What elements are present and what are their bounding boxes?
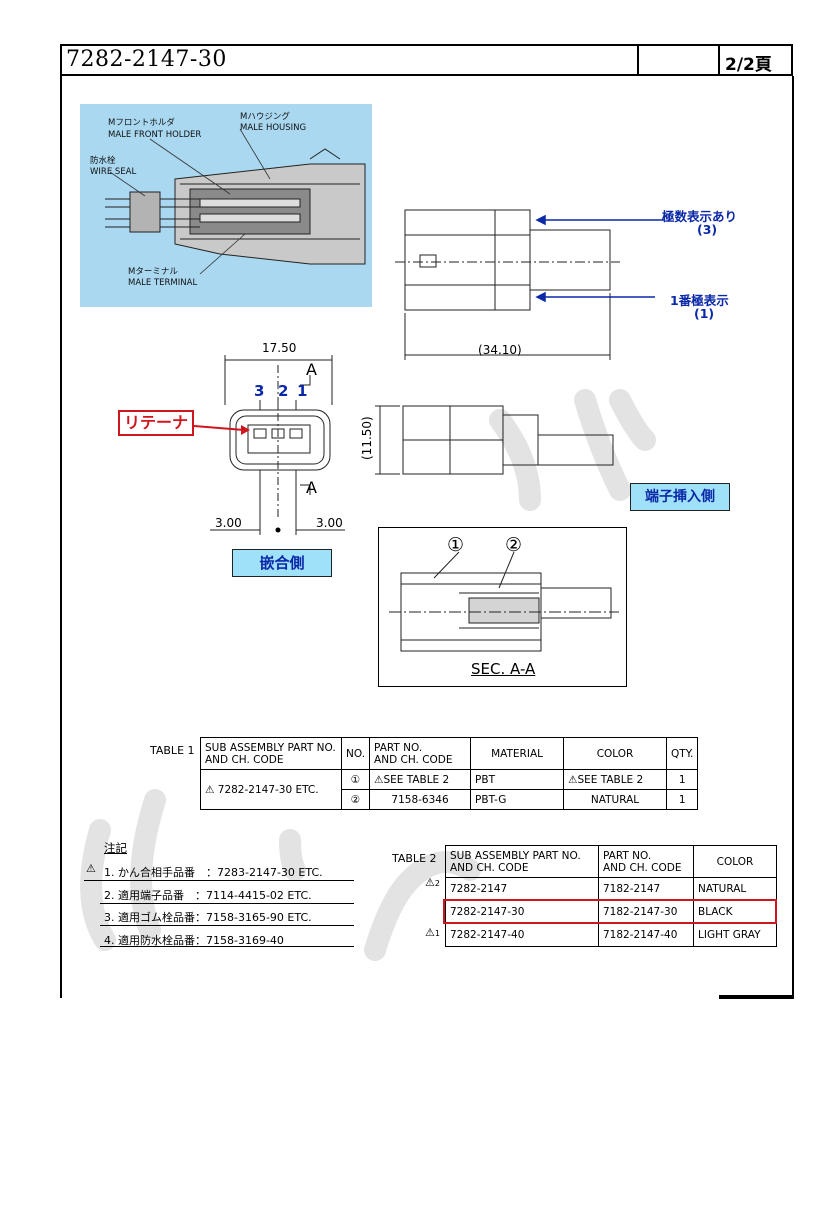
section-aa-panel: ① ② SEC. A-A: [378, 527, 627, 687]
note-4: 4. 適用防水栓品番：7158-3169-40: [104, 934, 284, 947]
table1-header-color: COLOR: [563, 737, 668, 770]
balloon-2: ②: [505, 534, 523, 556]
frame-left-border: [60, 76, 62, 998]
notes-title: 注記: [104, 841, 127, 855]
pole1-value: (1): [694, 306, 715, 321]
housing-label-jp: Mハウジング: [240, 112, 290, 122]
pole-arrows: [535, 214, 665, 303]
side-view-drawing: [375, 405, 614, 475]
wire-seal-label-jp: 防水栓: [90, 156, 116, 166]
pole1-note: 1番極表示: [670, 293, 729, 308]
wire-seal-label-en: WIRE SEAL: [90, 167, 137, 177]
note-3: 3. 適用ゴム栓品番：7158-3165-90 ETC.: [104, 911, 312, 924]
table2-header-part: PART NO.AND CH. CODE: [598, 845, 694, 878]
table1-header-material: MATERIAL: [470, 737, 565, 770]
note-underline: [100, 946, 354, 947]
revision-2-icon: ⚠2: [425, 876, 440, 889]
note-2: 2. 適用端子品番 ：7114-4415-02 ETC.: [104, 889, 312, 902]
section-mark-bottom: A: [306, 478, 317, 497]
length-dimension: (34.10): [478, 343, 522, 357]
section-mark-top: A: [306, 360, 317, 379]
cutaway-drawing: [105, 128, 366, 275]
front-holder-label-en: MALE FRONT HOLDER: [108, 130, 202, 140]
height-value: 11.50: [360, 420, 374, 456]
pole-count-note: 極数表示あり: [662, 209, 738, 224]
note-underline: [100, 925, 354, 926]
retainer-arrow: [194, 425, 250, 435]
title-bar: [60, 44, 793, 76]
width-dimension: 17.50: [262, 341, 297, 355]
sectional-view-panel: Mフロントホルダ MALE FRONT HOLDER Mハウジング MALE H…: [80, 104, 372, 307]
section-aa-drawing: [389, 551, 619, 652]
pole-count-value: (3): [697, 222, 718, 237]
table-row: ⚠ 7282-2147-30 ETC. ① ⚠SEE TABLE 2 PBT ⚠…: [200, 769, 699, 810]
page-number: 2/2頁: [725, 55, 772, 75]
watermark: [80, 389, 656, 961]
housing-label-en: MALE HOUSING: [240, 123, 307, 133]
table2-label: TABLE 2: [392, 852, 437, 865]
length-value: 34.10: [482, 343, 518, 357]
table1: SUB ASSEMBLY PART NO.AND CH. CODE NO. PA…: [200, 737, 699, 810]
front-holder-label-jp: Mフロントホルダ: [108, 118, 175, 128]
table-row: 7282-2147-40 7182-2147-40 LIGHT GRAY: [445, 923, 777, 947]
table1-header-no: NO.: [340, 737, 371, 770]
highlight-row-box: [443, 899, 777, 924]
note-underline: [84, 880, 354, 881]
note-1: 1. かん合相手品番 ：7283-2147-30 ETC.: [104, 866, 323, 879]
top-view-drawing: [395, 209, 620, 360]
revision-triangle-icon: ⚠: [86, 862, 96, 875]
offset-left-dimension: 3.00: [215, 516, 242, 530]
table2-header-color: COLOR: [693, 845, 777, 878]
drawing-number: 7282-2147-30: [66, 47, 227, 72]
title-divider: [637, 44, 639, 76]
frame-right-border: [792, 76, 794, 998]
frame-bottom-mark: [719, 995, 794, 999]
balloon-1: ①: [447, 534, 465, 556]
front-view-drawing: [210, 355, 345, 535]
table2-header-sub: SUB ASSEMBLY PART NO.AND CH. CODE: [445, 845, 599, 878]
title-divider: [718, 44, 720, 76]
pin-number-3: 3: [254, 382, 265, 400]
table-row: ② 7158-6346 PBT-G NATURAL 1: [201, 789, 699, 810]
offset-right-dimension: 3.00: [316, 516, 343, 530]
terminal-label-jp: Mターミナル: [128, 267, 178, 277]
table1-header-sub: SUB ASSEMBLY PART NO.AND CH. CODE: [200, 737, 342, 770]
retainer-label: リテーナ: [118, 410, 194, 436]
note-underline: [100, 903, 354, 904]
section-caption: SEC. A-A: [471, 660, 536, 678]
height-dimension: (11.50): [360, 416, 374, 460]
terminal-side-label: 端子挿入側: [630, 483, 730, 511]
table1-header-qty: QTY.: [666, 737, 699, 770]
pin-number-2: 2: [278, 382, 289, 400]
mating-side-label: 嵌合側: [232, 549, 332, 577]
table-row: 7282-2147 7182-2147 NATURAL: [445, 877, 777, 901]
table1-header-part: PART NO.AND CH. CODE: [369, 737, 472, 770]
terminal-label-en: MALE TERMINAL: [128, 278, 198, 288]
table1-assembly: ⚠ 7282-2147-30 ETC.: [200, 769, 342, 810]
pin-number-1: 1: [297, 382, 308, 400]
table1-label: TABLE 1: [150, 744, 195, 757]
revision-1-icon: ⚠1: [425, 926, 440, 939]
table2: SUB ASSEMBLY PART NO.AND CH. CODE PART N…: [445, 845, 777, 947]
